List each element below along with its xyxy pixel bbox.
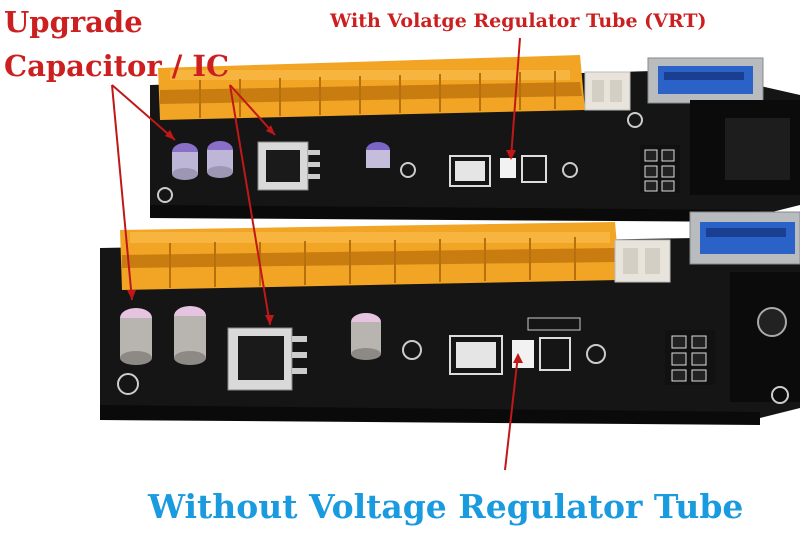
top-white-connector	[584, 71, 631, 111]
bottom-usb-port	[689, 211, 800, 265]
with-vrt-label: With Volatge Regulator Tube (VRT)	[330, 10, 707, 32]
bottom-power-connector	[665, 272, 800, 402]
top-voltage-ic	[257, 141, 320, 191]
annotation-arrows	[111, 37, 523, 471]
bottom-pcie-slot	[120, 222, 620, 290]
top-riser-board	[150, 55, 800, 222]
capacitor-ic-label: Capacitor / IC	[4, 49, 230, 83]
bottom-voltage-ic	[227, 327, 307, 391]
top-pcie-slot	[158, 55, 585, 120]
top-capacitors	[172, 141, 390, 180]
bottom-riser-board	[100, 211, 800, 425]
top-silkscreen-pads	[157, 112, 643, 203]
without-vrt-caption: Without Voltage Regulator Tube	[148, 487, 744, 526]
bottom-capacitors	[120, 306, 381, 365]
top-power-connector	[640, 100, 800, 195]
upgrade-label: Upgrade	[4, 5, 143, 39]
top-usb-port	[647, 57, 764, 104]
